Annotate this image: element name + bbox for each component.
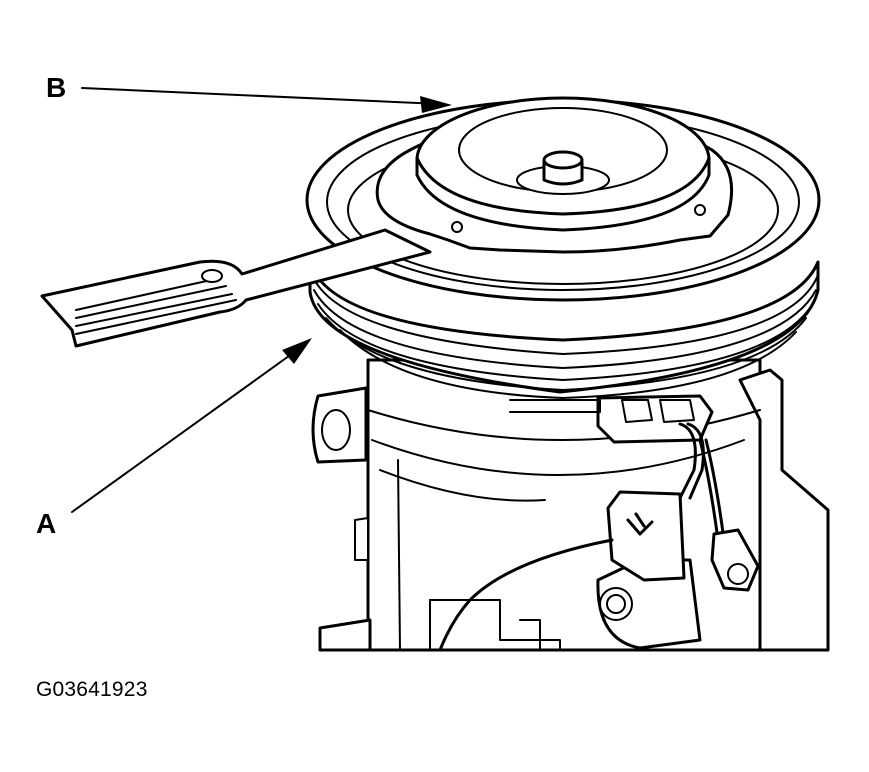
holder-tool-icon (40, 228, 432, 348)
callout-label-a: A (36, 508, 57, 539)
callout-label-b: B (46, 72, 67, 103)
wire-harness-icon (438, 394, 760, 652)
compressor-body-icon (311, 358, 830, 652)
arrow-icon (71, 87, 452, 513)
clutch-plate-icon (375, 96, 734, 254)
figure-id: G03641923 (36, 678, 148, 701)
